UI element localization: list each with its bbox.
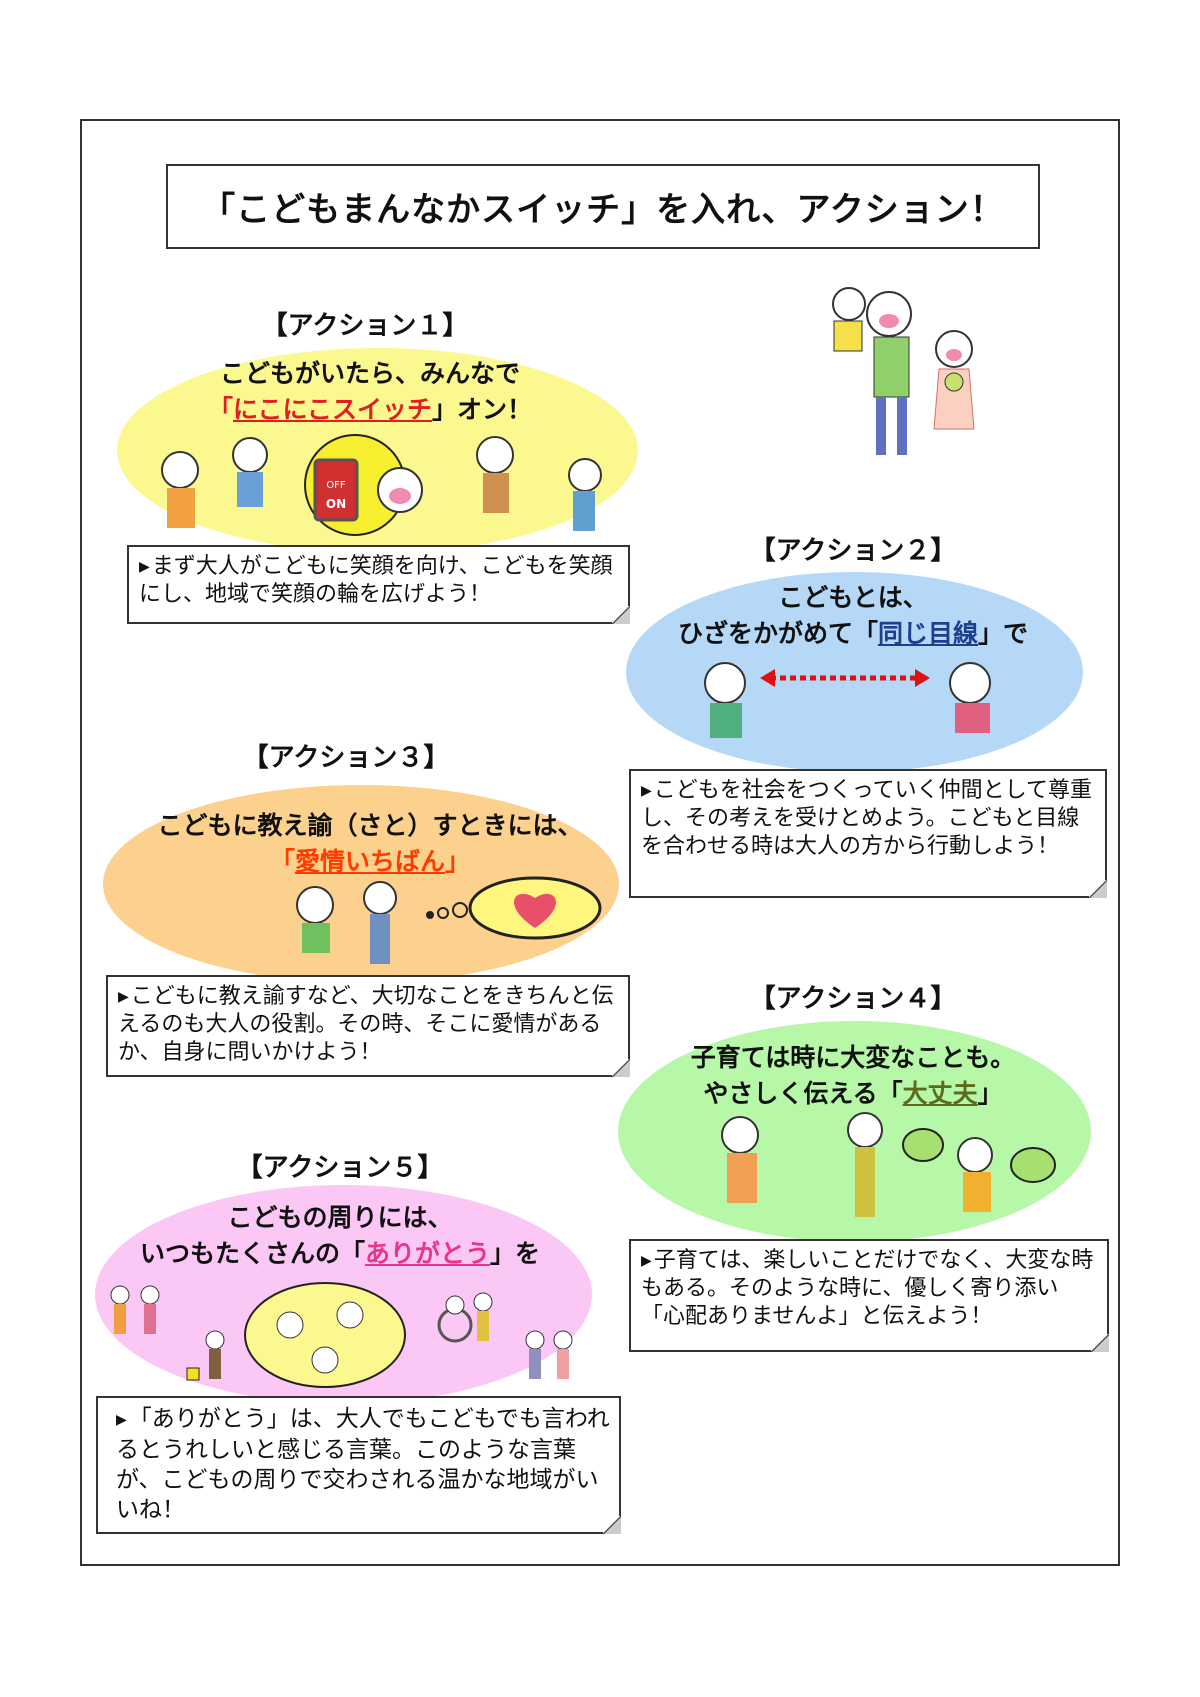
action1-heading: 【アクション１】 — [261, 311, 469, 341]
action1-lead: こどもがいたら、みんなで 「にこにこスイッチ」オン！ — [208, 356, 532, 428]
action4-line2-tail: 」 — [977, 1079, 1003, 1108]
bracket: 」 — [445, 847, 471, 876]
action1-highlight: にこにこスイッチ — [232, 395, 433, 424]
smiling-people-illustration: OFF ON — [161, 434, 602, 536]
action3-description-text: こどもに教え諭すなど、大切なことをきちんと伝えるのも大人の役割。その時、そこに愛… — [118, 984, 614, 1065]
bracket: 「 — [207, 395, 233, 424]
heart-thought-illustration — [296, 876, 602, 964]
community-illustration — [110, 1282, 573, 1388]
action5-line1: こどもの周りには、 — [227, 1203, 453, 1232]
action4-lead: 子育ては時に大変なことも。 やさしく伝える「大丈夫」 — [691, 1040, 1016, 1112]
triangle-bullet-icon: ▶ — [139, 559, 150, 575]
page-curl-icon — [612, 1059, 630, 1077]
action3-line1: こどもに教え諭（さと）すときには、 — [157, 811, 583, 840]
action3-highlight: 愛情いちばん — [294, 847, 446, 876]
action4-description-text: 子育ては、楽しいことだけでなく、大変な時もある。そのような時に、優しく寄り添い「… — [641, 1248, 1094, 1329]
action4-description: ▶子育ては、楽しいことだけでなく、大変な時もある。そのような時に、優しく寄り添い… — [629, 1239, 1109, 1352]
action1-description-text: まず大人がこどもに笑顔を向け、こどもを笑顔にし、地域で笑顔の輪を広げよう！ — [139, 554, 613, 607]
page-curl-icon — [1091, 1334, 1109, 1352]
page-frame — [80, 119, 1120, 1566]
triangle-bullet-icon: ▶ — [641, 1253, 652, 1269]
triangle-bullet-icon: ▶ — [118, 989, 129, 1005]
action3-heading: 【アクション３】 — [242, 743, 450, 773]
action2-description: ▶こどもを社会をつくっていく仲間として尊重し、その考えを受けとめよう。こどもと目… — [629, 769, 1107, 898]
action2-description-text: こどもを社会をつくっていく仲間として尊重し、その考えを受けとめよう。こどもと目線… — [641, 778, 1093, 859]
action5-highlight: ありがとう — [364, 1239, 491, 1268]
bracket: 「 — [269, 847, 295, 876]
action4-highlight: 大丈夫 — [902, 1079, 978, 1108]
page-curl-icon — [603, 1516, 621, 1534]
action2-line2-tail: 」で — [978, 619, 1029, 648]
action2-highlight: 同じ目線 — [877, 619, 979, 648]
page-curl-icon — [1089, 880, 1107, 898]
action1-line2-tail: 」オン！ — [432, 395, 533, 424]
action2-line2-head: ひざをかがめて「 — [677, 619, 878, 648]
action5-line2-head: いつもたくさんの「 — [139, 1239, 365, 1268]
family-illustration — [832, 287, 975, 455]
action1-line1: こどもがいたら、みんなで — [219, 359, 521, 388]
action4-heading: 【アクション４】 — [749, 984, 957, 1014]
action5-lead: こどもの周りには、 いつもたくさんの「ありがとう」を — [140, 1200, 540, 1272]
action3-lead: こどもに教え諭（さと）すときには、 「愛情いちばん」 — [157, 808, 582, 880]
action2-line1: こどもとは、 — [778, 583, 928, 612]
action5-heading: 【アクション５】 — [236, 1153, 444, 1183]
action5-line2-tail: 」を — [490, 1239, 541, 1268]
triangle-bullet-icon: ▶ — [116, 1412, 127, 1428]
page-title: 「こどもまんなかスイッチ」を入れ、アクション！ — [166, 164, 1040, 249]
action4-line2-head: やさしく伝える「 — [703, 1079, 903, 1108]
action2-lead: こどもとは、 ひざをかがめて「同じ目線」で — [678, 580, 1028, 652]
reassurance-illustration — [721, 1112, 1056, 1217]
action2-heading: 【アクション２】 — [749, 536, 957, 566]
action2-bubble — [626, 572, 1083, 772]
switch-off-label: OFF — [326, 480, 346, 491]
eye-level-illustration — [704, 662, 991, 738]
action4-line1: 子育ては時に大変なことも。 — [690, 1043, 1016, 1072]
switch-on-label: ON — [326, 497, 346, 511]
triangle-bullet-icon: ▶ — [641, 783, 652, 799]
action5-description: ▶「ありがとう」は、大人でもこどもでも言われるとうれしいと感じる言葉。このような… — [96, 1396, 621, 1534]
page-curl-icon — [612, 606, 630, 624]
action3-description: ▶こどもに教え諭すなど、大切なことをきちんと伝えるのも大人の役割。その時、そこに… — [106, 975, 630, 1077]
action5-description-text: 「ありがとう」は、大人でもこどもでも言われるとうれしいと感じる言葉。このような言… — [116, 1406, 610, 1523]
action1-description: ▶まず大人がこどもに笑顔を向け、こどもを笑顔にし、地域で笑顔の輪を広げよう！ — [127, 545, 630, 624]
